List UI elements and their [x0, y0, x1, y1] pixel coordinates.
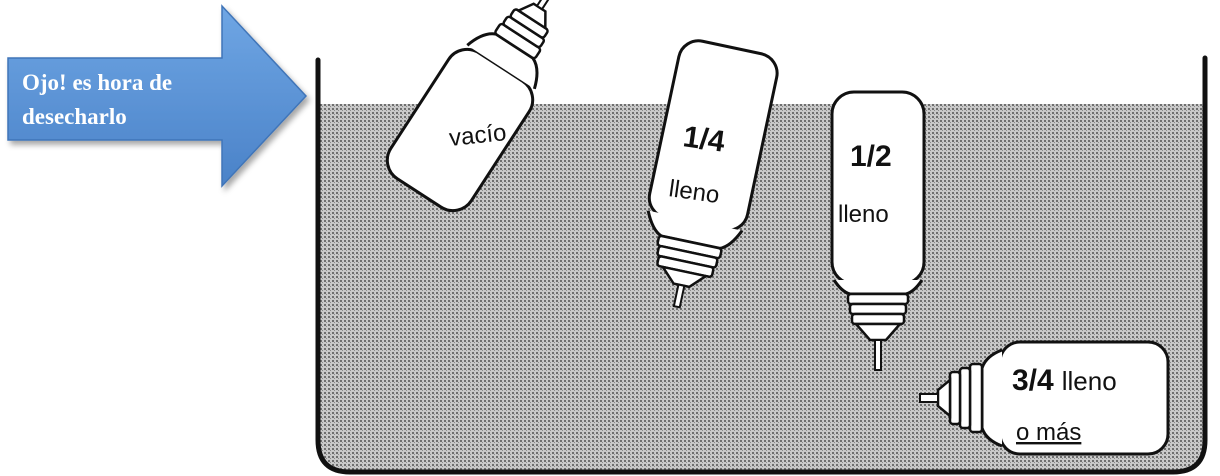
bottle-three-quarters-word: lleno: [1062, 366, 1117, 396]
bottle-half-fraction: 1/2: [850, 140, 892, 173]
bottle-three-quarters-fraction: 3/4: [1012, 364, 1054, 397]
container: [315, 55, 1208, 475]
bottle-half: [830, 90, 926, 371]
bottle-three-quarters-label-line2: o más: [1016, 419, 1081, 446]
bottle-quarter-fraction: 1/4: [681, 120, 727, 159]
bottle-three-quarters-label-line1: 3/4 lleno: [1012, 364, 1117, 397]
bottle-half-label: lleno: [838, 201, 889, 228]
bottle-quarter: [646, 39, 779, 309]
callout-text: Ojo! es hora de desecharlo: [22, 66, 222, 134]
callout-line-2: desecharlo: [22, 104, 127, 129]
callout-line-1: Ojo! es hora de: [22, 70, 173, 95]
callout-arrow: [7, 4, 308, 188]
bottle-three-quarters: [919, 340, 1170, 456]
bottle-empty: [385, 0, 554, 213]
bottle-empty-label: vacío: [448, 119, 508, 152]
